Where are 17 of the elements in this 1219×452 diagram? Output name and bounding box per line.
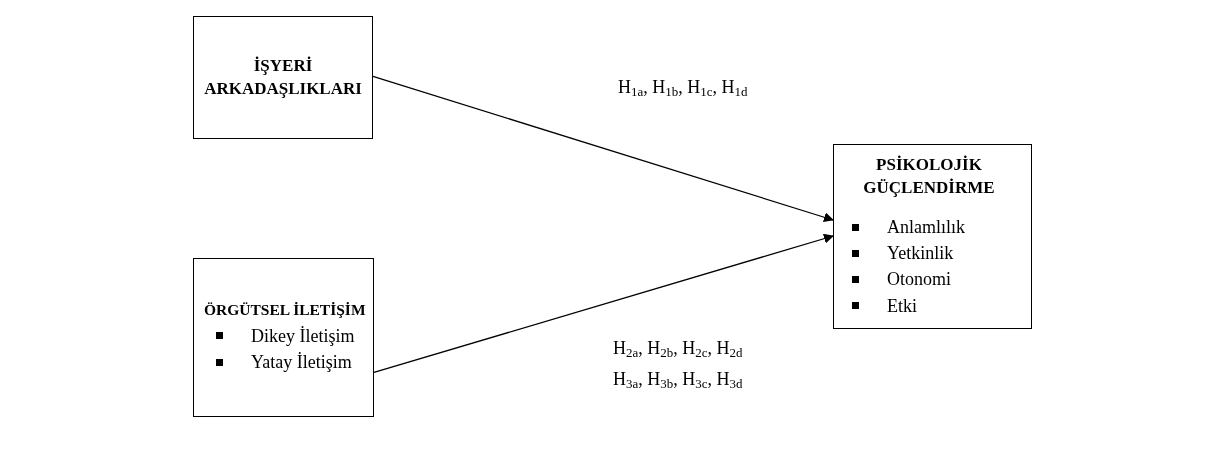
concept-box — [193, 16, 373, 139]
box-heading: ÖRGÜTSEL İLETİŞİM — [204, 299, 364, 320]
list-item: Otonomi — [887, 268, 951, 292]
box-heading: PSİKOLOJİK GÜÇLENDİRME — [862, 154, 996, 200]
list-item: Dikey İletişim — [251, 324, 355, 348]
list-item: Yatay İletişim — [251, 350, 352, 374]
list-item: Anlamlılık — [887, 216, 965, 240]
list-item: Etki — [887, 294, 917, 318]
hypothesis-label: H$_{1a}$, H$_{1b}$, H$_{1c}$, H$_{1d}$ — [618, 77, 748, 98]
list-item: Yetkinlik — [887, 242, 954, 266]
box-heading: İŞYERİ ARKADAŞLIKLARI — [203, 54, 363, 100]
arrow — [372, 75, 834, 223]
hypothesis-label: H$_{3a}$, H$_{3b}$, H$_{3c}$, H$_{3d}$ — [613, 369, 743, 390]
concept-box — [193, 258, 374, 417]
hypothesis-label: H$_{2a}$, H$_{2b}$, H$_{2c}$, H$_{2d}$ — [613, 338, 743, 359]
concept-box — [833, 144, 1032, 329]
arrow — [373, 233, 834, 374]
